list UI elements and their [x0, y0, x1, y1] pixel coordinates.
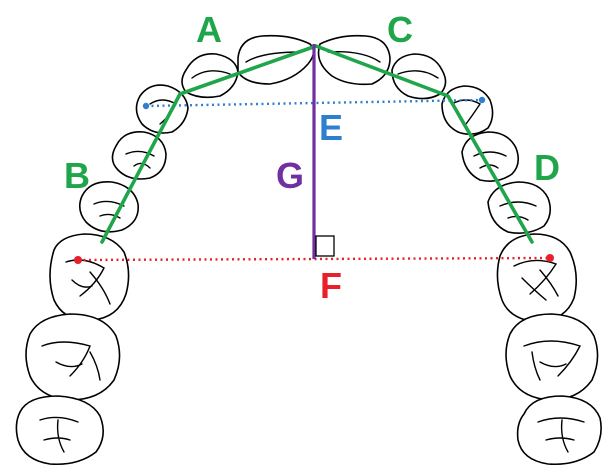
arch-perimeter-line [100, 44, 534, 244]
intercanine-width-line [145, 98, 483, 108]
label-a: A [196, 9, 222, 50]
tooth-first-molar-right [496, 233, 578, 323]
measurement-lines [74, 44, 554, 264]
tooth-second-molar-right [505, 313, 599, 401]
tooth-third-molar-left [15, 395, 104, 466]
label-g: G [276, 155, 304, 196]
label-c: C [387, 9, 413, 50]
tooth-canine-left [135, 84, 189, 134]
label-b: B [64, 155, 90, 196]
tooth-third-molar-right [516, 395, 602, 466]
label-e: E [319, 107, 343, 148]
tooth-second-premolar-left [78, 180, 139, 233]
tooth-second-premolar-right [487, 181, 552, 234]
intermolar-point-left [74, 256, 82, 264]
tooth-second-molar-left [25, 313, 121, 401]
intercanine-point-left [142, 102, 150, 110]
label-f: F [320, 265, 342, 306]
tooth-first-premolar-right [461, 131, 520, 182]
tooth-lateral-incisor-right [391, 53, 447, 100]
right-angle-square-icon [315, 235, 335, 257]
labels: A C E B G D F [64, 9, 560, 306]
tooth-lateral-incisor-left [181, 53, 239, 99]
teeth-left [15, 34, 315, 466]
label-d: D [534, 147, 560, 188]
intermolar-point-right [546, 254, 554, 262]
intermolar-width-line [77, 256, 551, 262]
intercanine-point-right [478, 96, 486, 104]
tooth-first-molar-left [49, 233, 130, 321]
